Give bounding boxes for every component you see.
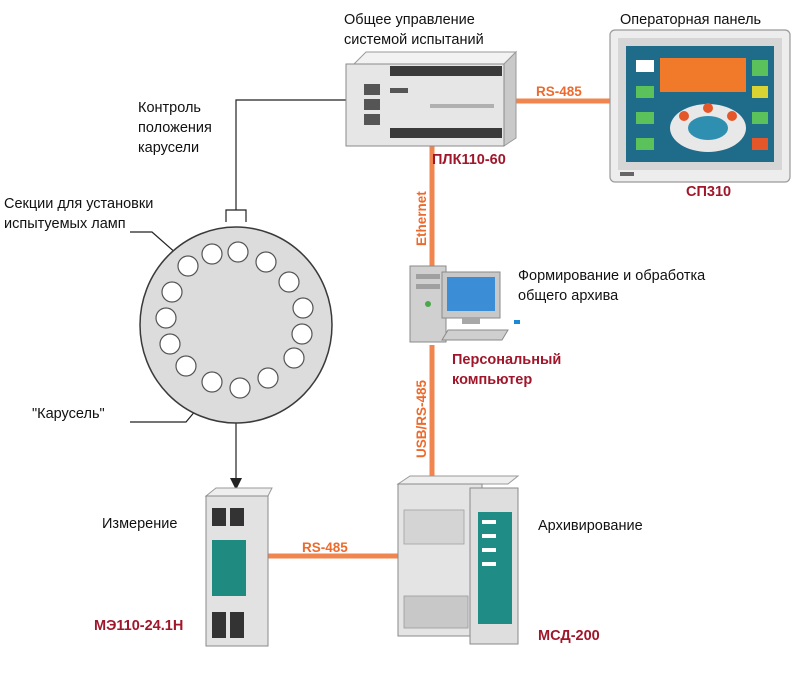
pc-power-button xyxy=(425,301,431,307)
pc-monitor-stand xyxy=(462,318,480,324)
carousel-position-line3: карусели xyxy=(138,140,199,156)
plc-top-terminals xyxy=(390,66,502,76)
lamp-section xyxy=(229,377,251,399)
pc-monitor-screen xyxy=(447,277,495,311)
msd-label-panel xyxy=(403,509,465,545)
msd-slot xyxy=(482,562,496,566)
meter-top-terminal xyxy=(230,508,244,526)
msd-label: МСД-200 xyxy=(538,628,600,644)
lamp-section xyxy=(227,241,249,263)
control-title-line1: Общее управление xyxy=(344,12,475,28)
screen-button xyxy=(636,138,654,150)
position-sensor-line xyxy=(235,99,348,210)
pc-label-line1: Персональный xyxy=(452,352,561,368)
plc-top-face xyxy=(352,51,518,65)
connection-lines xyxy=(268,98,616,559)
pc-label-line2: компьютер xyxy=(452,372,532,388)
lamp-section xyxy=(159,333,181,355)
meter-top-face xyxy=(204,487,273,497)
msd-slot xyxy=(482,534,496,538)
plc-indicator-strip xyxy=(430,104,494,108)
sections-line2: испытуемых ламп xyxy=(4,216,126,232)
screen-header xyxy=(660,58,746,92)
control-title-line2: системой испытаний xyxy=(344,32,484,48)
screen-button xyxy=(636,112,654,124)
lamp-section xyxy=(177,255,199,277)
panel-label: СП310 xyxy=(686,184,731,200)
plc-port xyxy=(364,114,380,125)
lamp-section xyxy=(201,371,223,393)
screen-dot xyxy=(679,111,689,121)
measurement-arrow-head xyxy=(230,478,242,490)
meter-front-panel xyxy=(212,540,246,596)
meter-label: МЭ110-24.1Н xyxy=(94,618,183,634)
sensor-bracket xyxy=(225,209,247,222)
screen-dot xyxy=(703,103,713,113)
screen-button xyxy=(752,138,768,150)
lamp-section xyxy=(255,251,277,273)
pc-keyboard xyxy=(441,329,509,341)
carousel-label: "Карусель" xyxy=(32,406,105,422)
pc-drive-bay xyxy=(416,284,440,289)
lamp-section xyxy=(201,243,223,265)
screen-button xyxy=(752,60,768,76)
msd-top-face xyxy=(396,475,520,485)
plc-side-face xyxy=(503,50,517,147)
sections-line1: Секции для установки xyxy=(4,196,153,212)
lamp-section xyxy=(283,347,305,369)
screen-button xyxy=(752,86,768,98)
archiving-label: Архивирование xyxy=(538,518,643,534)
msd-device xyxy=(396,475,520,645)
plc-panel-link-label: RS-485 xyxy=(536,84,582,99)
archive-processing-line1: Формирование и обработка xyxy=(518,268,706,284)
lamp-section xyxy=(257,367,279,389)
screen-dot xyxy=(727,111,737,121)
meter-msd-link-label: RS-485 xyxy=(302,540,348,555)
pc-mouse xyxy=(514,320,520,324)
operator-panel xyxy=(609,29,791,183)
plc-logo xyxy=(390,88,408,93)
plc-bottom-terminals xyxy=(390,128,502,138)
msd-slot xyxy=(482,520,496,524)
plc-device xyxy=(345,50,518,147)
meter-top-terminal xyxy=(212,508,226,526)
lamp-section xyxy=(155,307,177,329)
msd-slot xyxy=(482,548,496,552)
pc-msd-link-label: USB/RS-485 xyxy=(414,379,429,458)
msd-bottom-terminals xyxy=(403,595,469,629)
operator-panel-title: Операторная панель xyxy=(620,12,761,28)
plc-port xyxy=(364,99,380,110)
meter-bottom-terminal xyxy=(230,612,244,638)
plc-pc-link-label: Ethernet xyxy=(414,191,429,246)
pc-device xyxy=(409,265,520,343)
carousel xyxy=(139,226,333,424)
meter-bottom-terminal xyxy=(212,612,226,638)
msd-display xyxy=(478,512,512,624)
meter-device xyxy=(204,487,273,647)
plc-port xyxy=(364,84,380,95)
panel-logo xyxy=(620,172,634,176)
lamp-section xyxy=(278,271,300,293)
lamp-sections xyxy=(155,241,314,399)
plc-label: ПЛК110-60 xyxy=(432,152,506,168)
lamp-section xyxy=(291,323,313,345)
lamp-section xyxy=(161,281,183,303)
screen-button xyxy=(636,60,654,72)
carousel-position-line1: Контроль xyxy=(138,100,201,116)
lamp-section xyxy=(292,297,314,319)
archive-processing-line2: общего архива xyxy=(518,288,619,304)
screen-button xyxy=(636,86,654,98)
screen-button xyxy=(752,112,768,124)
measurement-label: Измерение xyxy=(102,516,177,532)
screen-dial-center xyxy=(688,116,728,140)
pc-drive-bay xyxy=(416,274,440,279)
lamp-section xyxy=(175,355,197,377)
carousel-position-line2: положения xyxy=(138,120,212,136)
